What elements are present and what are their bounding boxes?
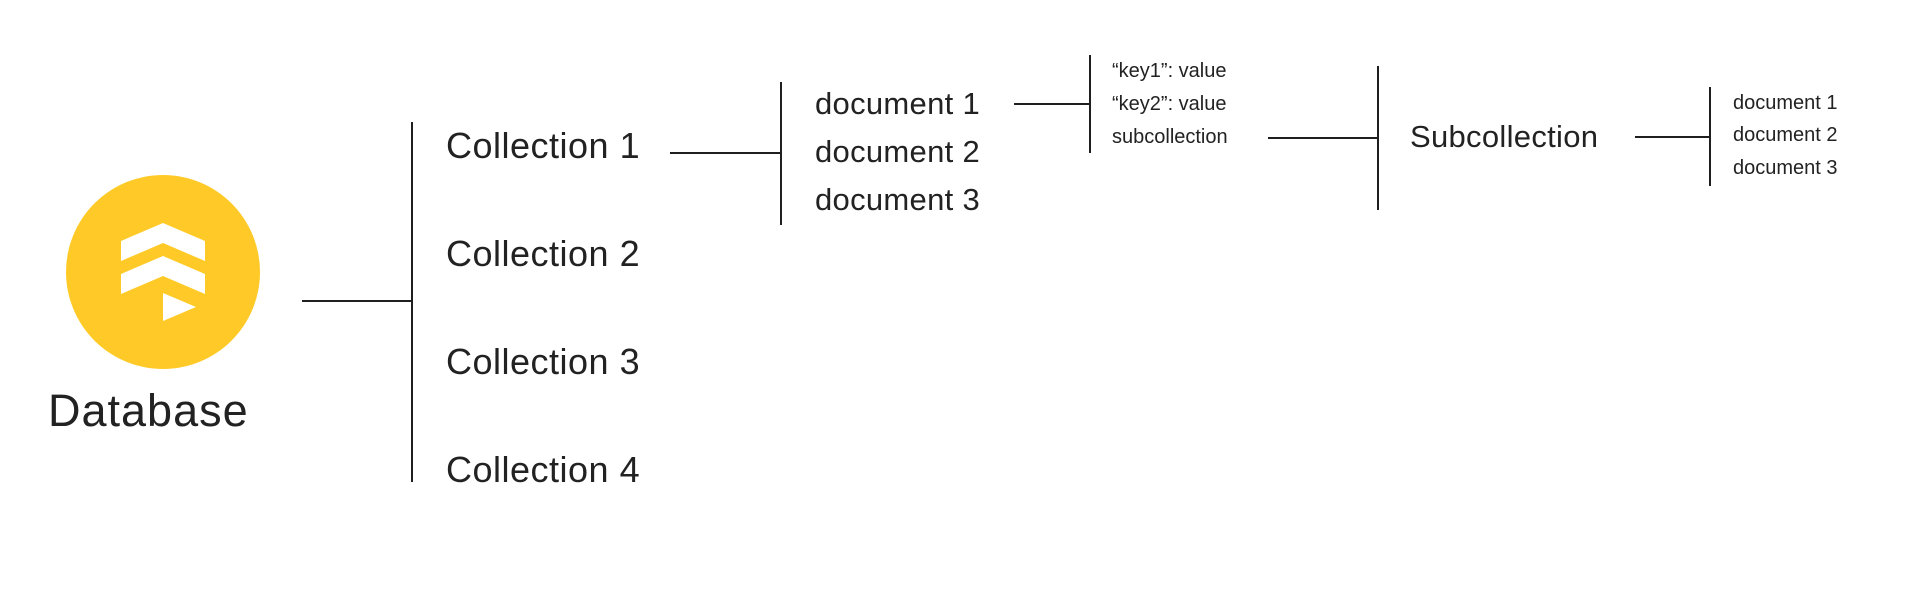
firestore-logo-icon	[66, 175, 260, 369]
document-1-label: document 1	[815, 86, 980, 121]
bracket-documents	[780, 82, 782, 225]
database-label: Database	[48, 385, 249, 436]
field-key1: “key1”: value	[1112, 60, 1227, 82]
connector-field-subcollection	[1268, 137, 1379, 139]
connector-database-collections	[302, 300, 413, 302]
field-subcollection: subcollection	[1112, 126, 1228, 148]
collection-1-label: Collection 1	[446, 125, 641, 166]
collection-4-label: Collection 4	[446, 449, 641, 490]
connector-subcollection-documents	[1635, 136, 1711, 138]
bracket-subdocuments	[1709, 87, 1711, 186]
connector-collection-documents	[670, 152, 782, 154]
firestore-logo-glyph	[121, 223, 205, 321]
document-3-label: document 3	[815, 182, 980, 217]
subdocument-3-label: document 3	[1733, 157, 1838, 179]
field-key2: “key2”: value	[1112, 93, 1227, 115]
bracket-collections	[411, 122, 413, 482]
bracket-subcollection	[1377, 66, 1379, 210]
subcollection-label: Subcollection	[1410, 119, 1599, 154]
subdocument-2-label: document 2	[1733, 124, 1838, 146]
collection-3-label: Collection 3	[446, 341, 641, 382]
subdocument-1-label: document 1	[1733, 92, 1838, 114]
document-2-label: document 2	[815, 134, 980, 169]
connector-document-fields	[1014, 103, 1091, 105]
collection-2-label: Collection 2	[446, 233, 641, 274]
bracket-fields	[1089, 55, 1091, 153]
